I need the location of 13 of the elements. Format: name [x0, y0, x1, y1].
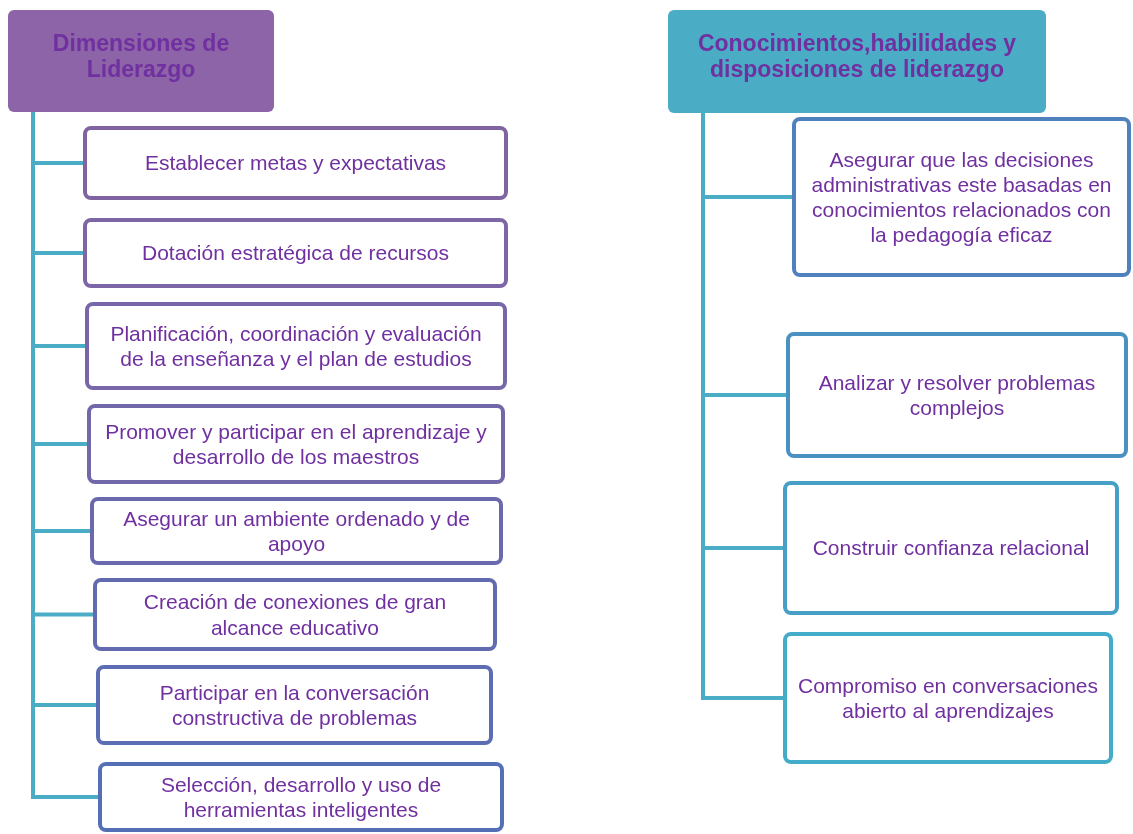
item-box: Construir confianza relacional — [783, 481, 1119, 615]
item-box: Analizar y resolver problemas complejos — [786, 332, 1128, 458]
item-box: Compromiso en conversaciones abierto al aprendizajes — [783, 632, 1113, 764]
item-box: Promover y participar en el aprendizaje y desarrollo de los maestros — [87, 404, 505, 484]
item-box: Participar en la conversación constructiva de problemas — [96, 665, 493, 745]
item-box: Creación de conexiones de gran alcance educativo — [93, 578, 497, 651]
item-box: Establecer metas y expectativas — [83, 126, 508, 200]
item-box: Planificación, coordinación y evaluación de la enseñanza y el plan de estudios — [85, 302, 507, 390]
item-box: Asegurar que las decisiones administrativas este basadas en conocimientos relacionados con la pedagogía eficaz — [792, 117, 1131, 277]
item-box: Asegurar un ambiente ordenado y de apoyo — [90, 497, 503, 565]
item-box: Dotación estratégica de recursos — [83, 218, 508, 288]
item-box: Selección, desarrollo y uso de herramientas inteligentes — [98, 762, 504, 832]
heading-box: Conocimientos,habilidades y disposiciones de liderazgo — [668, 10, 1046, 113]
